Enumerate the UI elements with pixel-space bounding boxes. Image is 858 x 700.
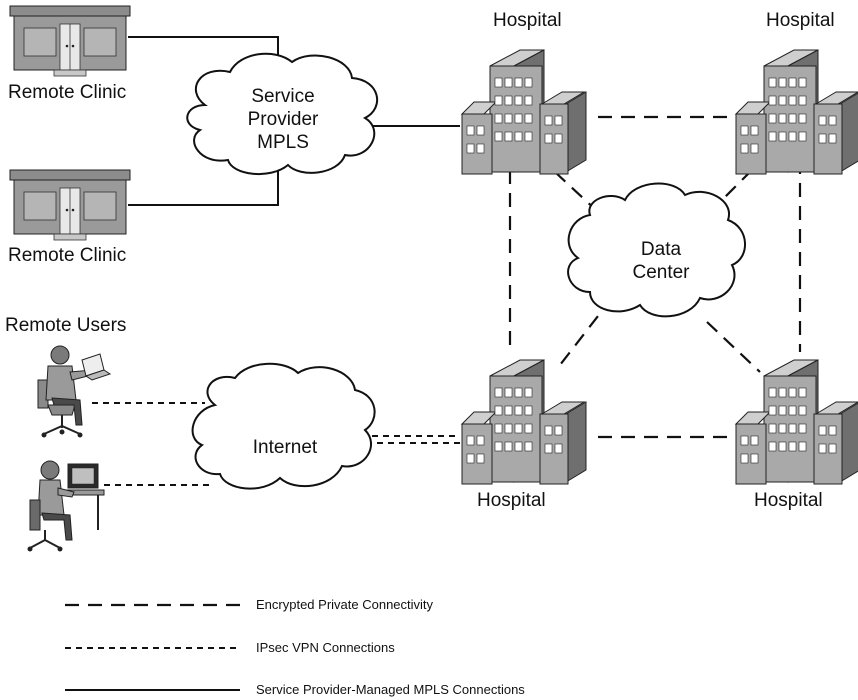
hospital-label-top-right: Hospital [766,10,835,31]
remote-clinic-label-1: Remote Clinic [8,82,127,103]
remote-clinic-label-2: Remote Clinic [8,245,127,266]
remote-users-label: Remote Users [5,315,127,336]
legend-mpls-label: Service Provider-Managed MPLS Connection… [256,682,525,697]
legend-ipsec-label: IPsec VPN Connections [256,640,395,655]
remote-clinic-building-1 [9,5,131,77]
internet-cloud-label: Internet [252,437,318,458]
hospital-building-bottom-left [461,359,587,485]
legend-encrypted-label: Encrypted Private Connectivity [256,597,434,612]
data-center-cloud-label: Data Center [606,238,716,284]
hospital-building-bottom-right [735,359,858,485]
mpls-cloud-line-1: Service [251,86,315,107]
data-center-cloud [567,182,746,318]
hospital-label-bottom-right: Hospital [754,490,823,511]
hospital-label-top-left: Hospital [493,10,562,31]
mpls-cloud [186,52,379,176]
data-center-cloud-line-2: Center [632,262,690,283]
mpls-cloud-line-3: MPLS [257,132,309,153]
hospital-building-top-right [735,49,858,175]
hospital-label-bottom-left: Hospital [477,490,546,511]
hospital-building-top-left [461,49,587,175]
mpls-cloud-line-2: Provider [247,109,319,130]
internet-cloud [191,362,376,490]
mpls-cloud-label: Service Provider MPLS [228,85,338,154]
remote-user-desktop-icon [27,460,105,552]
ipsec-connections [92,402,460,486]
data-center-cloud-line-1: Data [640,239,682,260]
remote-user-laptop-icon [37,345,112,438]
remote-clinic-building-2 [9,169,131,241]
